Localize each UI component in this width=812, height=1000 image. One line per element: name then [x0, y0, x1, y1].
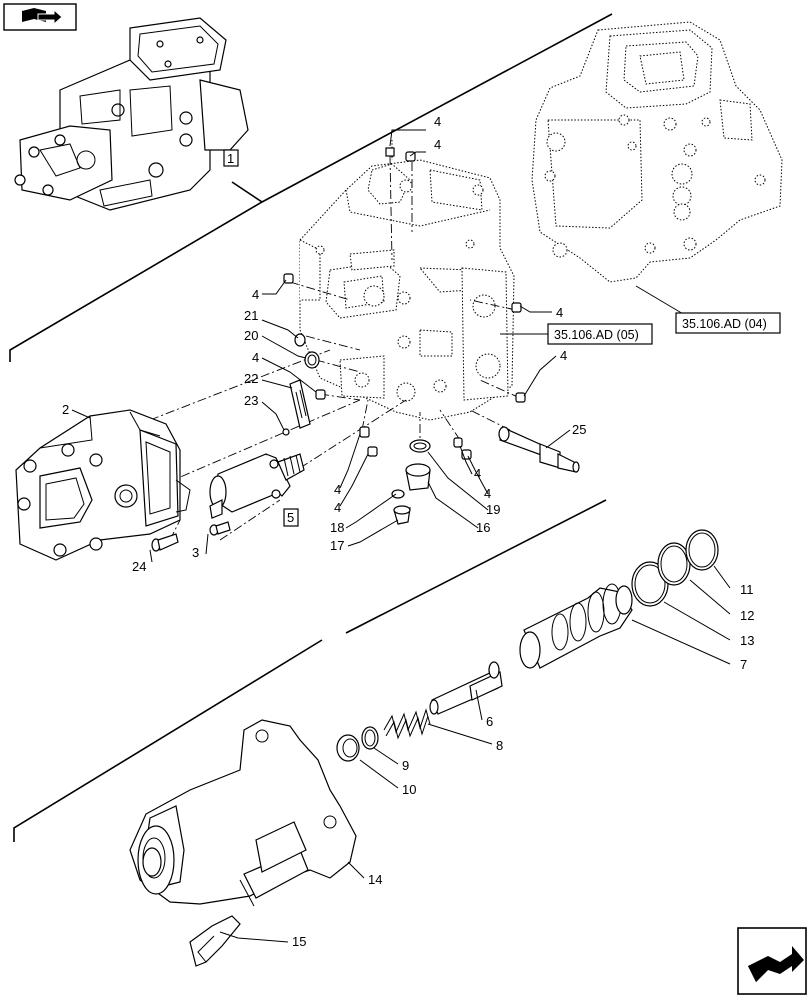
callout-6: 6 — [486, 714, 493, 729]
svg-text:1: 1 — [227, 151, 234, 166]
section-frame — [9, 13, 613, 842]
overview-pump-assembly — [14, 17, 249, 211]
book-arrow-icon[interactable] — [3, 3, 77, 31]
callout-4-right-upper: 4 — [556, 305, 563, 320]
screw-3 — [209, 521, 231, 536]
valve-spool-7 — [519, 583, 633, 669]
seal-18 — [391, 489, 405, 499]
reference-35-106-ad-04[interactable]: 35.106.AD (04) — [675, 312, 781, 334]
seal-20 — [304, 351, 320, 369]
bolt-4-left-upper — [283, 273, 294, 284]
ring-10 — [336, 734, 360, 762]
leader-lines — [71, 129, 731, 943]
callout-13: 13 — [740, 633, 754, 648]
transmission-housing — [531, 21, 783, 283]
callout-17: 17 — [330, 538, 344, 553]
reference-35-106-ad-05[interactable]: 35.106.AD (05) — [547, 323, 653, 345]
ring-9 — [361, 726, 379, 750]
callout-11: 11 — [740, 582, 754, 597]
callout-4-lower-d: 4 — [484, 486, 491, 501]
bolt-4-right-lower — [515, 392, 526, 403]
bolt-4-lower-b — [367, 446, 378, 457]
spool-6 — [429, 661, 503, 715]
callout-4-mid-left: 4 — [252, 350, 259, 365]
callout-15: 15 — [292, 934, 306, 949]
assembly-centerlines — [149, 155, 521, 541]
callout-25: 25 — [572, 422, 586, 437]
callout-4-left-upper: 4 — [252, 287, 259, 302]
callout-22: 22 — [244, 371, 258, 386]
ring-15 — [189, 915, 241, 967]
bolt-24 — [151, 533, 179, 552]
bolt-4-right-upper — [511, 302, 522, 313]
callout-12: 12 — [740, 608, 754, 623]
callout-4-right-lower: 4 — [560, 348, 567, 363]
bolt-4-top-a — [385, 147, 395, 157]
o-ring-11 — [685, 529, 719, 571]
pressure-valve-25 — [498, 426, 580, 473]
callout-18: 18 — [330, 520, 344, 535]
callout-21: 21 — [244, 308, 258, 323]
callout-4-lower-a: 4 — [334, 482, 341, 497]
callout-20: 20 — [244, 328, 258, 343]
callout-4-top-b: 4 — [434, 137, 441, 152]
callout-14: 14 — [368, 872, 382, 887]
callout-5: 5 — [283, 508, 299, 527]
plate-22 — [289, 379, 311, 429]
callout-1: 1 — [223, 149, 239, 167]
seal-19 — [409, 439, 431, 453]
callout-labels: 4 4 4 21 20 4 22 23 2 4 4 25 4 4 4 4 19 … — [62, 114, 754, 949]
spring-8 — [383, 708, 431, 740]
screw-23 — [282, 428, 290, 436]
callout-2: 2 — [62, 402, 69, 417]
callout-8: 8 — [496, 738, 503, 753]
o-ring-12 — [657, 542, 691, 586]
solenoid-valve-5 — [209, 453, 305, 519]
bolt-4-lower-c — [453, 437, 463, 448]
bolt-4-lower-a — [359, 426, 370, 438]
callout-3: 3 — [192, 545, 199, 560]
callout-16: 16 — [476, 520, 490, 535]
hydraulic-pump-2 — [15, 409, 191, 561]
next-page-arrow-icon[interactable] — [737, 927, 807, 995]
callout-10: 10 — [402, 782, 416, 797]
callout-24: 24 — [132, 559, 146, 574]
svg-text:35.106.AD (05): 35.106.AD (05) — [554, 328, 639, 342]
solenoid-body-14 — [129, 719, 357, 907]
callout-23: 23 — [244, 393, 258, 408]
callout-19: 19 — [486, 502, 500, 517]
valve-block — [299, 140, 515, 421]
bolt-4-mid-left — [315, 389, 326, 400]
callout-9: 9 — [402, 758, 409, 773]
seal-21 — [294, 333, 306, 347]
svg-text:35.106.AD (04): 35.106.AD (04) — [682, 317, 767, 331]
plug-16 — [405, 463, 431, 491]
callout-4-top-a: 4 — [434, 114, 441, 129]
callout-4-lower-b: 4 — [334, 500, 341, 515]
callout-4-lower-c: 4 — [474, 466, 481, 481]
svg-text:5: 5 — [287, 510, 294, 525]
callout-7: 7 — [740, 657, 747, 672]
